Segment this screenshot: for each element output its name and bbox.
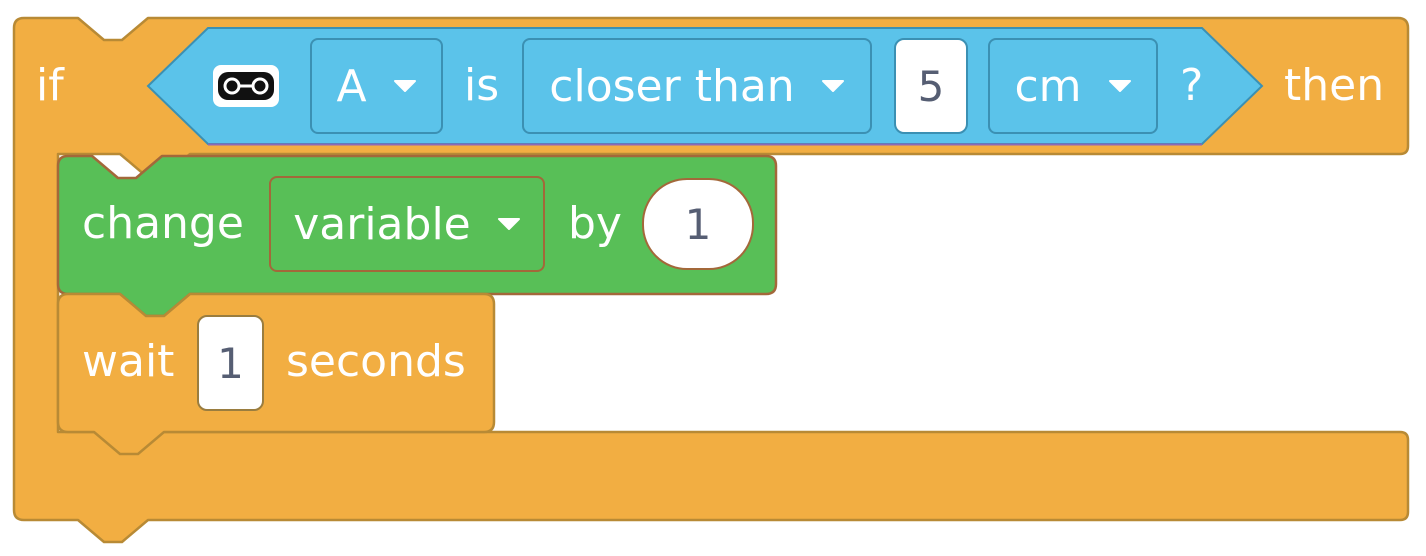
distance-sensor-icon [213,65,279,107]
change-keyword: change [82,198,244,249]
comparison-dropdown[interactable]: closer than [522,38,872,134]
wait-duration-input[interactable]: 1 [197,315,264,411]
then-keyword: then [1284,60,1385,111]
unit-label: cm [1014,60,1082,112]
wait-block[interactable] [56,292,496,456]
chevron-down-icon [821,80,844,92]
is-label: is [464,60,500,111]
wait-duration: 1 [217,338,244,388]
chevron-down-icon [497,218,520,230]
distance-value-input[interactable]: 5 [894,38,968,134]
variable-label: variable [293,198,471,250]
by-label: by [568,198,622,249]
unit-dropdown[interactable]: cm [988,38,1158,134]
chevron-down-icon [393,80,416,92]
wait-keyword: wait [82,336,175,387]
sensor-port-dropdown[interactable]: A [310,38,443,134]
if-then-block[interactable] [12,16,1410,544]
question-mark: ? [1180,60,1204,111]
change-amount-input[interactable]: 1 [642,178,754,270]
chevron-down-icon [1108,80,1131,92]
distance-value: 5 [917,61,945,111]
seconds-label: seconds [286,336,466,387]
sensor-port-label: A [336,60,367,112]
variable-dropdown[interactable]: variable [269,176,545,272]
change-amount: 1 [684,199,712,249]
comparison-label: closer than [549,60,795,112]
if-keyword: if [36,60,64,111]
